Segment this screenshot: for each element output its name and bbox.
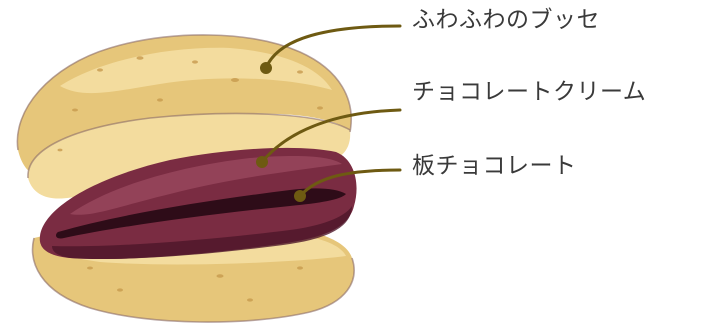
callout-label-chocolate-bar: 板チョコレート [412,153,577,179]
callout-label-busse: ふわふわのブッセ [412,7,600,33]
chocolate-cream-upper-sheen [70,156,342,215]
chocolate-bar-slice [56,188,346,239]
sandwich-cookie-icon [16,34,357,323]
leader-line-bar [298,168,402,198]
leader-dot-cream [256,156,268,168]
top-bun-highlight [60,47,332,94]
leader-dot-busse [260,62,272,74]
cookie-outline [16,34,355,323]
leader-line-busse [264,24,402,70]
chocolate-cream-lower-shadow [52,206,352,260]
bun-crumb-speckles [57,56,323,302]
callout-label-chocolate-cream: チョコレートクリーム [412,79,647,105]
top-bun-inner-face [27,113,351,199]
leader-line-cream [260,108,402,164]
callout-leader-lines [256,24,402,202]
leader-dot-bar [294,190,306,202]
